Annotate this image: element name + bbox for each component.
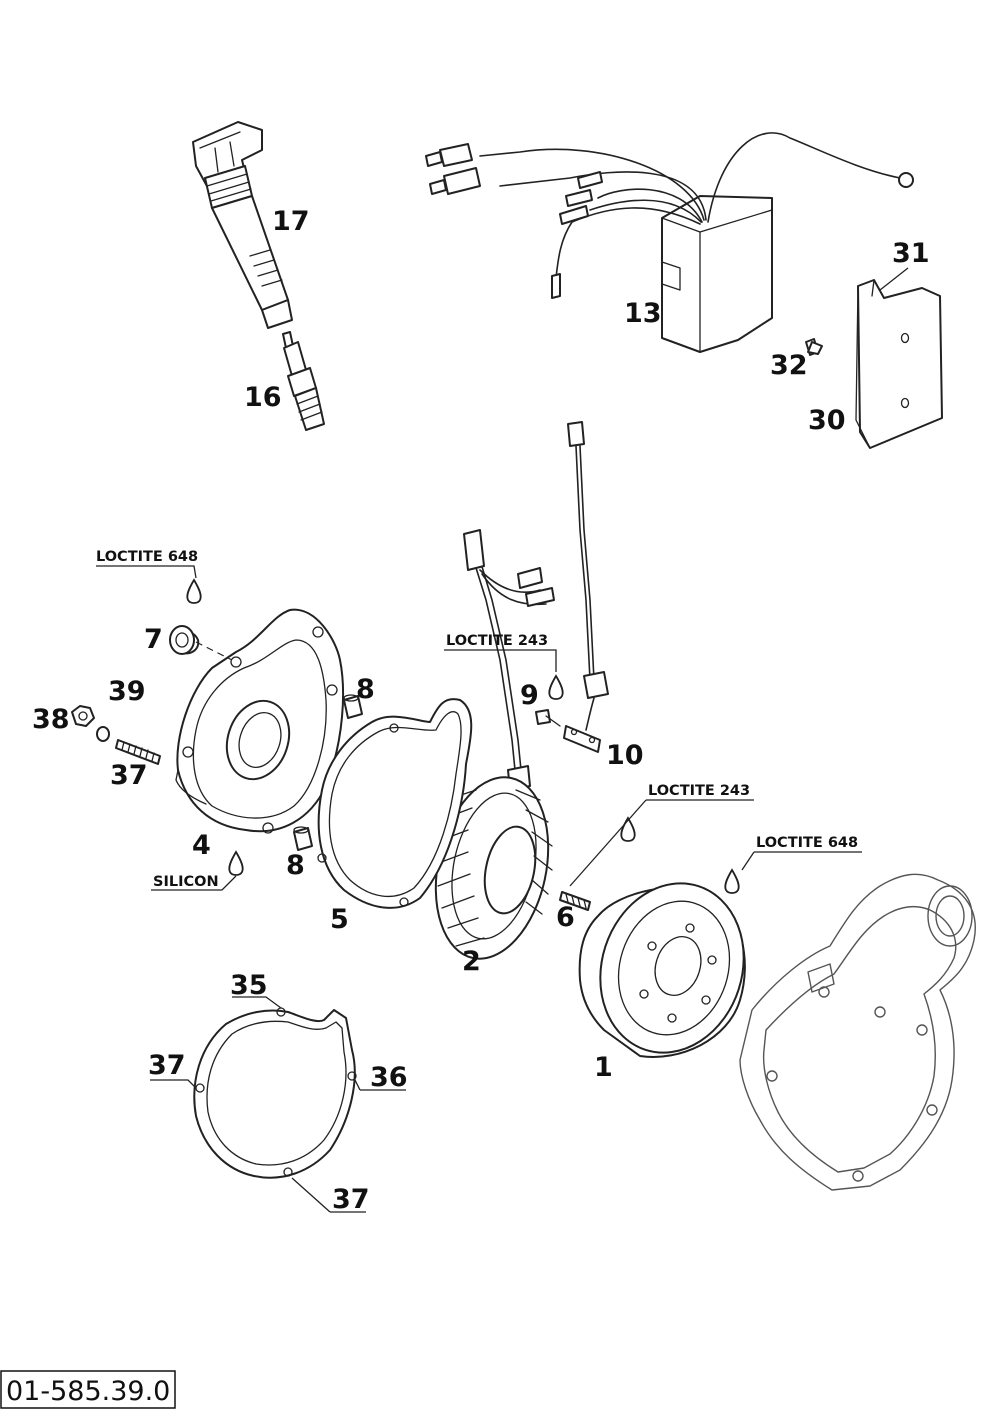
cover-gasket-part [317,698,473,909]
part-label-36: 36 [370,1062,408,1093]
diagram-code-box [0,1370,176,1409]
note-loctite-648-right: LOCTITE 648 [756,835,858,851]
loctite-drop-7 [186,578,202,604]
part-label-13: 13 [624,298,662,329]
part-label-4: 4 [192,830,211,861]
part-label-32: 32 [770,350,808,381]
part-label-38: 38 [32,704,70,735]
note-loctite-243-mid: LOCTITE 243 [446,633,548,649]
loctite-drop-6 [620,816,636,842]
loctite-drop-1 [724,868,740,894]
part-label-17: 17 [272,206,310,237]
part-label-2: 2 [462,946,481,977]
part-label-10: 10 [606,740,644,771]
note-loctite-648-top: LOCTITE 648 [96,549,198,565]
part-label-39: 39 [108,676,146,707]
part-label-31: 31 [892,238,930,269]
crankcase-outline [739,873,976,1191]
silicon-drop [228,850,244,876]
spark-plug-part [282,331,325,431]
part-label-35: 35 [230,970,268,1001]
part-label-9: 9 [520,680,539,711]
part-label-1: 1 [594,1052,613,1083]
part-label-37-stud: 37 [110,760,148,791]
loctite-drop-9 [548,674,564,700]
part-label-37-left: 37 [148,1050,186,1081]
cdi-bracket-part [805,279,943,449]
part-label-8-top: 8 [356,674,375,705]
leader-lines [96,267,909,1213]
part-label-7: 7 [144,624,163,655]
stator-part [434,529,555,960]
part-label-16: 16 [244,382,282,413]
ignition-cover-part [173,608,345,834]
part-label-30: 30 [808,405,846,436]
pickup-coil-part [535,421,609,753]
ignition-coil-part [192,121,293,329]
inner-gasket-part [193,1007,357,1179]
rotor-part [559,882,746,1058]
part-label-8-bottom: 8 [286,850,305,881]
note-loctite-243-right: LOCTITE 243 [648,783,750,799]
part-label-5: 5 [330,904,349,935]
small-parts [71,625,363,851]
note-silicon: SILICON [153,874,219,890]
part-label-6: 6 [556,902,575,933]
cdi-unit-part [425,132,914,353]
diagram-code: 01-585.39.0 [6,1376,170,1407]
part-label-37-bottom: 37 [332,1184,370,1215]
